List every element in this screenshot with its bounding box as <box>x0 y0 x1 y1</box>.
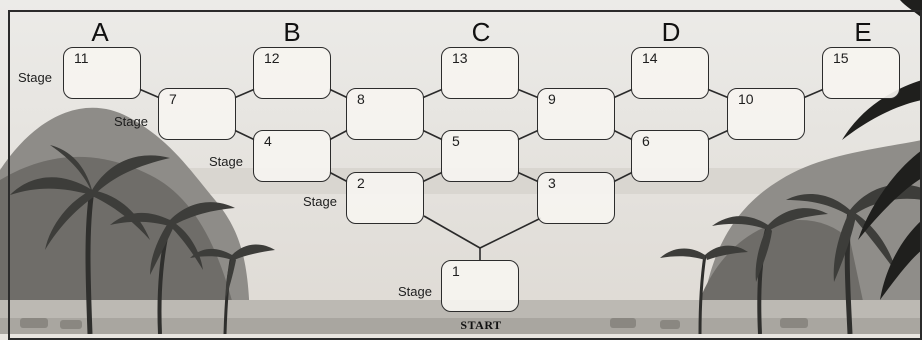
stage-number: 9 <box>548 91 556 107</box>
path-9-14 <box>612 88 634 99</box>
stage-box-9[interactable]: 9 <box>537 88 615 140</box>
stage-number: 13 <box>452 50 468 66</box>
stage-box-11[interactable]: 11 <box>63 47 141 99</box>
stage-word-label: Stage <box>209 154 243 169</box>
stage-box-6[interactable]: 6 <box>631 130 709 182</box>
stage-number: 8 <box>357 91 365 107</box>
path-1-2 <box>423 215 481 249</box>
foreground-fronds <box>842 0 922 300</box>
stage-box-5[interactable]: 5 <box>441 130 519 182</box>
path-2-4 <box>328 171 349 183</box>
path-10-15 <box>802 88 825 99</box>
stage-number: 7 <box>169 91 177 107</box>
stage-box-13[interactable]: 13 <box>441 47 519 99</box>
stage-word-label: Stage <box>114 114 148 129</box>
path-10-14 <box>706 88 730 99</box>
path-2-5 <box>421 171 444 183</box>
path-1-3 <box>479 217 542 249</box>
path-6-10 <box>706 129 730 141</box>
stage-number: 6 <box>642 133 650 149</box>
stage-box-3[interactable]: 3 <box>537 172 615 224</box>
stage-number: 12 <box>264 50 280 66</box>
stage-paths <box>138 88 825 260</box>
path-7-12 <box>233 88 256 99</box>
stage-box-1[interactable]: 1 <box>441 260 519 312</box>
stage-box-12[interactable]: 12 <box>253 47 331 99</box>
path-6-9 <box>612 129 634 141</box>
path-3-6 <box>612 171 634 183</box>
path-7-11 <box>138 88 161 99</box>
stage-number: 2 <box>357 175 365 191</box>
stage-word-label: Stage <box>303 194 337 209</box>
stage-number: 3 <box>548 175 556 191</box>
start-label: START <box>460 318 502 332</box>
stage-box-4[interactable]: 4 <box>253 130 331 182</box>
stage-box-8[interactable]: 8 <box>346 88 424 140</box>
stage-box-14[interactable]: 14 <box>631 47 709 99</box>
stage-number: 5 <box>452 133 460 149</box>
column-letter-d: D <box>661 17 681 47</box>
column-letter-e: E <box>854 17 872 47</box>
stage-box-2[interactable]: 2 <box>346 172 424 224</box>
stage-word-label: Stage <box>398 284 432 299</box>
stage-box-15[interactable]: 15 <box>822 47 900 99</box>
path-5-8 <box>421 129 444 141</box>
stage-number: 11 <box>74 50 89 66</box>
path-4-7 <box>233 129 256 141</box>
path-3-5 <box>516 171 540 183</box>
stage-box-10[interactable]: 10 <box>727 88 805 140</box>
stage-box-7[interactable]: 7 <box>158 88 236 140</box>
stage-number: 10 <box>738 91 754 107</box>
stage-number: 14 <box>642 50 658 66</box>
column-letter-c: C <box>471 17 491 47</box>
stage-number: 4 <box>264 133 272 149</box>
stage-number: 15 <box>833 50 849 66</box>
column-letter-a: A <box>91 17 109 47</box>
path-8-12 <box>328 88 349 99</box>
path-5-9 <box>516 129 540 141</box>
stage-word-label: Stage <box>18 70 52 85</box>
column-letter-b: B <box>283 17 301 47</box>
path-9-13 <box>516 88 540 99</box>
stage-number: 1 <box>452 263 460 279</box>
path-8-13 <box>421 88 444 99</box>
path-4-8 <box>328 129 349 141</box>
